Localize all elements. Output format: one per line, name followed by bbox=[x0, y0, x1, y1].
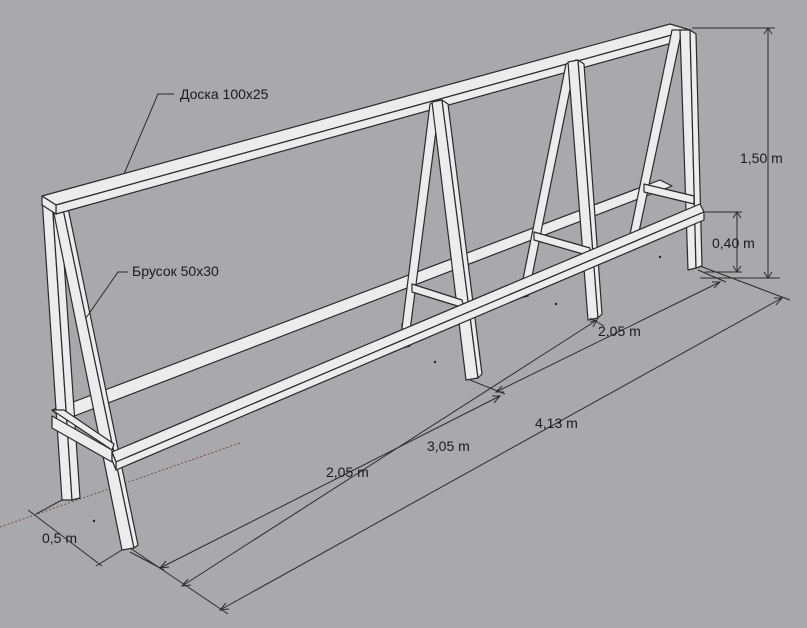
middle-length-dimension-label: 3,05 m bbox=[427, 438, 470, 454]
ground-point-4 bbox=[658, 255, 662, 259]
right-back-leg bbox=[627, 29, 683, 247]
dimension-total-length bbox=[129, 265, 791, 615]
dimension-span-right bbox=[469, 269, 727, 395]
dimension-depth bbox=[27, 499, 123, 567]
mid1-front-leg bbox=[431, 99, 479, 381]
ground-point-2 bbox=[433, 360, 437, 364]
bar-label: Брусок 50х30 bbox=[132, 263, 219, 279]
ground-point-1 bbox=[92, 519, 96, 523]
ground-point-3 bbox=[554, 302, 558, 306]
height-dimension-label: 1,50 m bbox=[740, 150, 783, 166]
left-cross-piece bbox=[51, 415, 113, 463]
left-end-frame bbox=[41, 197, 139, 551]
dimension-rail-height bbox=[705, 211, 742, 273]
board-label: Доска 100х25 bbox=[180, 86, 269, 102]
back-lower-rail bbox=[51, 179, 673, 421]
board-leader bbox=[123, 93, 174, 175]
depth-dimension-label: 0,5 m bbox=[42, 530, 77, 546]
rail-height-dimension-label: 0,40 m bbox=[712, 235, 755, 251]
span-right-dimension-label: 2,05 m bbox=[598, 323, 641, 339]
dimension-span-left bbox=[129, 395, 502, 571]
front-lower-rail bbox=[111, 203, 705, 471]
dimension-middle-length bbox=[180, 317, 605, 587]
right-cross bbox=[643, 183, 695, 205]
span-left-dimension-label: 2,05 m bbox=[326, 464, 369, 480]
bar-leader bbox=[85, 271, 128, 319]
dimension-height bbox=[692, 27, 780, 279]
total-length-dimension-label: 4,13 m bbox=[535, 415, 578, 431]
mid1-back-leg bbox=[399, 99, 441, 347]
